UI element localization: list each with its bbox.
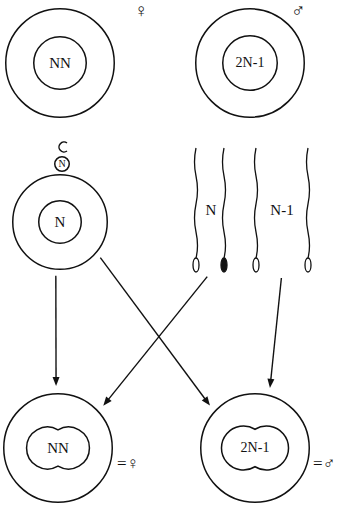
- sperm-head: [253, 258, 259, 272]
- chromosome-label: NN: [47, 441, 69, 456]
- cell-outline: [39, 201, 82, 244]
- cell-outline: [13, 175, 108, 270]
- cell-outline: [34, 37, 87, 90]
- arrow-head: [103, 397, 111, 406]
- sperm-head: [193, 258, 199, 272]
- sperm-tail: [307, 148, 310, 258]
- sex-symbol: =♂: [313, 455, 335, 472]
- egg-cell: N: [12, 174, 108, 270]
- sex-symbol: ♀: [134, 1, 148, 20]
- sperm-tail: [195, 148, 198, 258]
- chromosome-label: 2N-1: [236, 56, 265, 70]
- chromosome-label: N: [55, 215, 66, 230]
- dividing-nucleus: NN: [29, 426, 87, 470]
- cell-outline: [6, 9, 115, 118]
- female-zygote: =♀NN: [3, 393, 113, 503]
- chromosome-label: N: [58, 159, 65, 169]
- egg-nucleus: N: [38, 200, 82, 244]
- cell-outline: [223, 36, 278, 91]
- sperm-pair: N: [190, 148, 232, 272]
- sex-symbol: ♂: [291, 1, 305, 20]
- polar-body: N: [54, 156, 70, 172]
- chromosome-label: 2N-1: [241, 441, 270, 455]
- nucleus-outline: [221, 426, 288, 470]
- polar-spindle-arc: [59, 142, 67, 152]
- male-cell: ♂2N-1: [195, 8, 305, 118]
- arrow-connector: [267, 278, 281, 388]
- sperm-tail: [223, 148, 226, 258]
- sperm-head: [305, 258, 311, 272]
- chromosome-label: N: [206, 203, 217, 218]
- sperm-head: [221, 258, 227, 272]
- cell-outline: [201, 394, 310, 503]
- chromosome-label: N-1: [270, 203, 293, 218]
- arrow-shaft: [55, 276, 57, 380]
- dividing-nucleus: 2N-1: [223, 425, 287, 471]
- arrow-shaft: [107, 277, 207, 401]
- arrow-head: [202, 396, 210, 405]
- arrow-shaft: [100, 258, 206, 401]
- arrow-shaft: [271, 278, 282, 382]
- nucleus-outline: [27, 427, 90, 469]
- cell-outline: [4, 394, 113, 503]
- arrow-head: [267, 379, 274, 388]
- cell-outline: [55, 157, 70, 172]
- sperm-pair: N-1: [250, 148, 314, 272]
- nucleus: NN: [33, 36, 87, 90]
- arrow-connector: [100, 258, 210, 406]
- sperm-tail: [255, 148, 258, 258]
- arrow-head: [53, 377, 60, 386]
- arrow-connector: [53, 276, 60, 386]
- cell-outline: [196, 9, 305, 118]
- nucleus: 2N-1: [222, 35, 278, 91]
- chromosome-label: NN: [49, 56, 71, 71]
- arrow-connector: [103, 277, 207, 406]
- sex-symbol: =♀: [117, 455, 139, 472]
- female-cell: ♀NN: [5, 8, 115, 118]
- male-zygote: =♂2N-1: [200, 393, 310, 503]
